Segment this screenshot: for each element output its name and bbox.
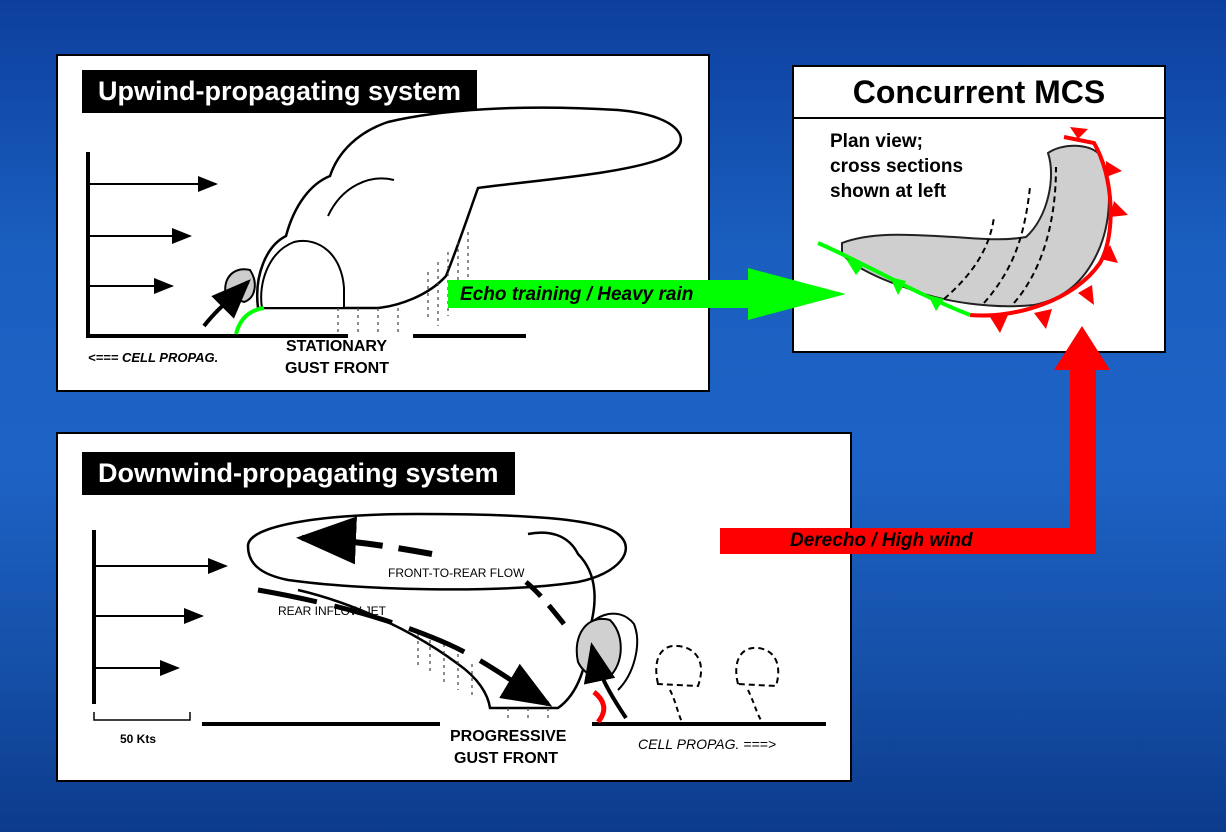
rain-shaft xyxy=(417,634,549,720)
front-to-rear-arrow xyxy=(296,516,433,565)
stationary-barbs xyxy=(846,259,944,311)
stationary-label-2: GUST FRONT xyxy=(285,360,389,377)
mcs-title: Concurrent MCS xyxy=(794,67,1164,119)
new-cell xyxy=(735,646,780,688)
mcs-plan-view xyxy=(817,127,1128,333)
plan-view-line-1: Plan view; xyxy=(830,131,923,152)
progressive-gust-front xyxy=(969,135,1113,318)
cloud-outline xyxy=(256,106,682,310)
front-to-rear-arrow xyxy=(524,580,566,626)
upwind-cell-propag-label: <=== CELL PROPAG. xyxy=(88,350,219,365)
downwind-title: Downwind-propagating system xyxy=(82,452,515,495)
upwind-title: Upwind-propagating system xyxy=(82,70,478,113)
stationary-label-1: STATIONARY xyxy=(286,338,388,355)
progressive-label-2: GUST FRONT xyxy=(454,750,558,767)
updraft-arrow xyxy=(583,642,628,720)
scale-label: 50 Kts xyxy=(120,732,157,746)
cloud-body xyxy=(297,531,596,710)
mcs-panel: Concurrent MCS Plan view; cross sections… xyxy=(792,65,1166,353)
red-arrow-label: Derecho / High wind xyxy=(790,530,973,551)
inflow-arrow xyxy=(202,279,251,328)
gust-front-barbs xyxy=(990,127,1128,333)
rear-inflow-arrow xyxy=(257,587,553,707)
rear-inflow-label: REAR INFLOW JET xyxy=(278,604,387,618)
cloud-turret xyxy=(327,177,395,217)
upwind-diagram xyxy=(86,106,682,338)
stationary-gust-front xyxy=(234,306,265,335)
bow-echo xyxy=(841,144,1110,308)
downwind-diagram xyxy=(92,512,826,726)
downwind-cell-propag-label: CELL PROPAG. ===> xyxy=(638,736,777,752)
new-cell xyxy=(655,644,703,688)
green-arrow-label: Echo training / Heavy rain xyxy=(460,284,694,305)
plan-view-line-3: shown at left xyxy=(830,181,947,202)
progressive-label-1: PROGRESSIVE xyxy=(450,728,567,745)
stationary-front xyxy=(817,241,971,317)
cloud-turret xyxy=(260,239,345,309)
downwind-panel: Downwind-propagating system xyxy=(56,432,852,782)
front-to-rear-label: FRONT-TO-REAR FLOW xyxy=(388,566,525,580)
scale-bar xyxy=(93,712,191,721)
upwind-panel: Upwind-propagating system xyxy=(56,54,710,392)
plan-view-line-2: cross sections xyxy=(830,156,964,177)
progressive-gust-front xyxy=(592,690,607,724)
